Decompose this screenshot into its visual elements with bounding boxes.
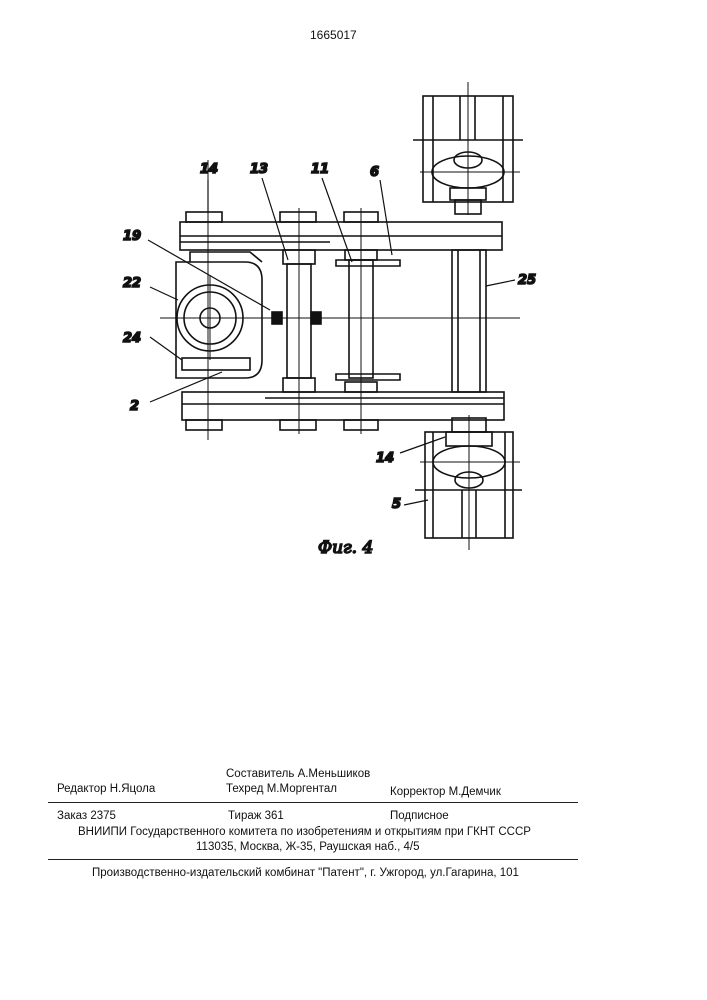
roller-clamp (160, 252, 520, 378)
compiler-line: Составитель А.Меньшиков (226, 768, 370, 780)
subscription-line: Подписное (390, 810, 449, 822)
slider-block-left (272, 312, 282, 324)
top-drive-unit (413, 82, 523, 215)
tech-editor-line: Техред М.Моргентал (226, 783, 337, 795)
shaft-25 (452, 250, 486, 392)
callout-14-bottom: 14 (376, 451, 394, 466)
callout-6: 6 (370, 165, 379, 180)
callout-2: 2 (130, 399, 139, 414)
leader-lines (148, 178, 515, 505)
editor-line: Редактор Н.Яцола (57, 783, 155, 795)
order-line: Заказ 2375 (57, 810, 116, 822)
bottom-drive-unit (415, 415, 522, 550)
corrector-line: Корректор М.Демчик (390, 786, 501, 798)
printer-line: Производственно-издательский комбинат "П… (92, 867, 519, 879)
callout-5: 5 (392, 497, 401, 512)
callout-19: 19 (123, 229, 141, 244)
figure-caption: Фиг. 4 (318, 538, 373, 558)
callout-14-top: 14 (200, 162, 218, 177)
rule-bottom (48, 859, 578, 860)
publisher-line-1: ВНИИПИ Государственного комитета по изоб… (78, 826, 531, 838)
callout-11: 11 (311, 162, 329, 177)
patent-number: 1665017 (310, 28, 357, 42)
publisher-line-2: 113035, Москва, Ж-35, Раушская наб., 4/5 (196, 841, 419, 853)
lower-frame-bar (182, 392, 504, 430)
callout-24: 24 (123, 331, 141, 346)
callout-13: 13 (250, 162, 268, 177)
callout-25: 25 (518, 273, 536, 288)
slider-block-right (311, 312, 321, 324)
callout-22: 22 (123, 276, 141, 291)
rule-top (48, 802, 578, 803)
technical-drawing-fig4: 14 13 11 6 19 22 24 2 25 14 5 Фиг. 4 (0, 70, 707, 570)
circulation-line: Тираж 361 (228, 810, 284, 822)
